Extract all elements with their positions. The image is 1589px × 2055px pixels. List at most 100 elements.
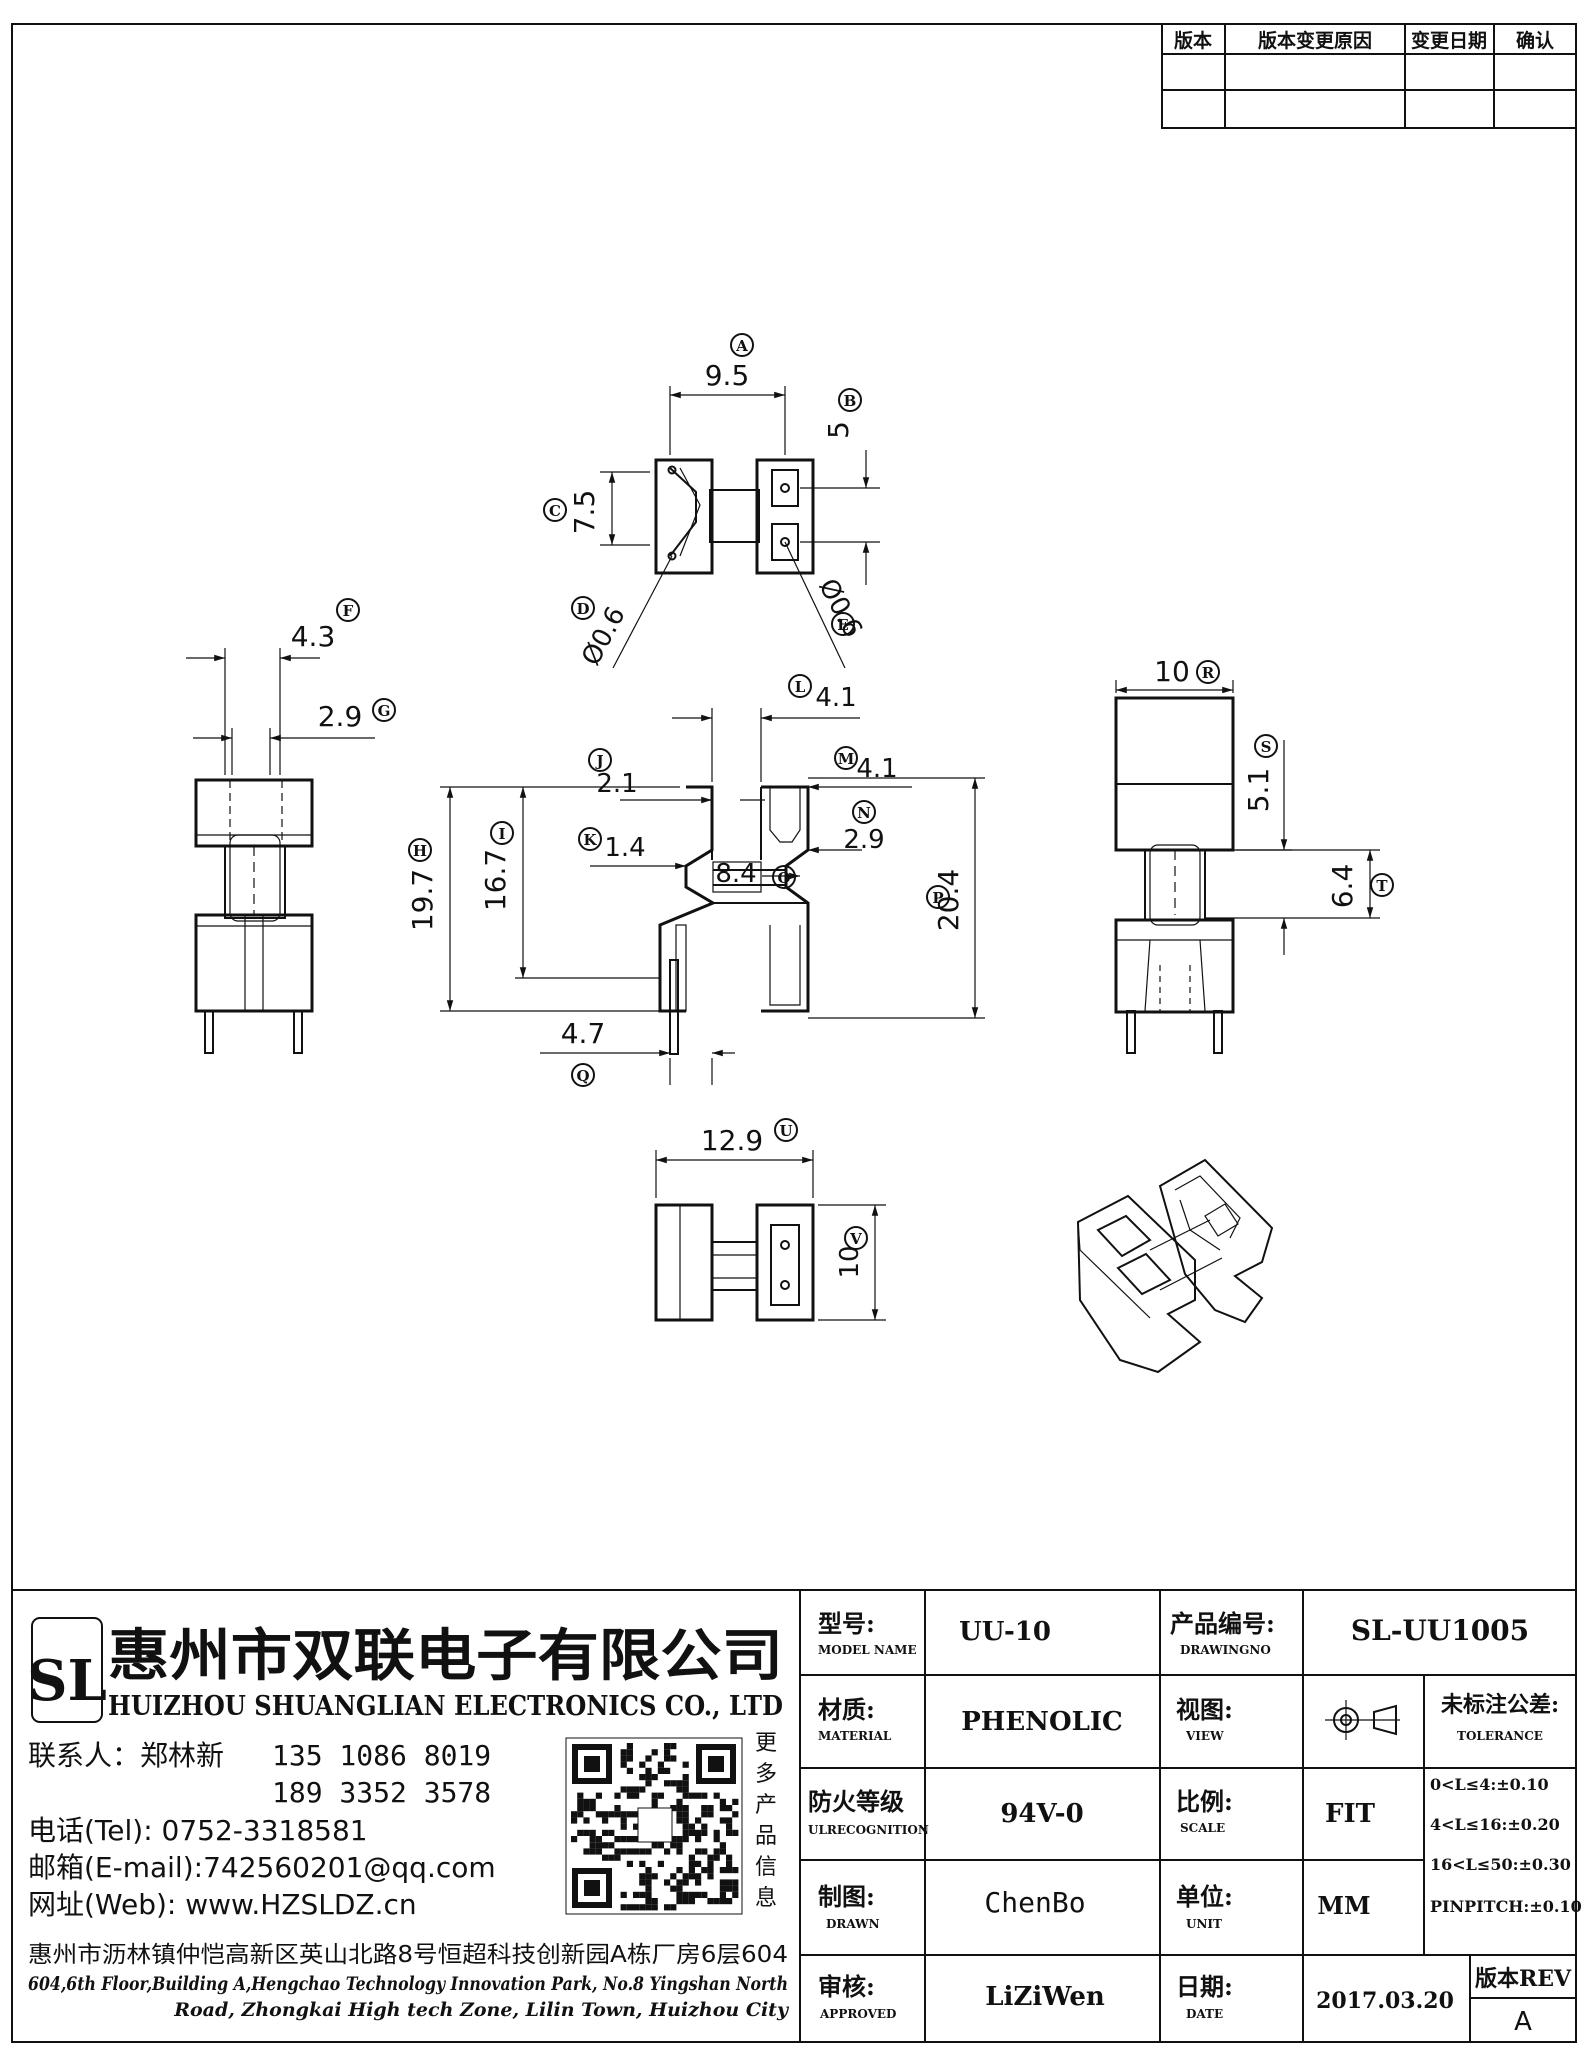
fire-label-en: ULRECOGNITION [808, 1823, 929, 1837]
title-block: 型号: MODEL NAME UU-10 产品编号: DRAWINGNO SL-… [12, 1589, 1582, 2042]
svg-text:V: V [849, 1230, 862, 1248]
top-view: 9.5 5 7.5 Ø0.6 Ø0.6 [568, 359, 880, 671]
unit-value: MM [1317, 1891, 1370, 1920]
drawing-no-value: SL-UU1005 [1351, 1614, 1529, 1647]
address-en-2: Road, Zhongkai High tech Zone, Lilin Tow… [173, 1999, 790, 2021]
svg-text:R: R [1202, 664, 1215, 682]
dim-c-label: C [543, 498, 567, 522]
qr-code [565, 1737, 743, 1915]
unit-label: 单位: [1176, 1882, 1233, 1911]
svg-text:N: N [857, 804, 871, 822]
dim-a-value: 9.5 [705, 359, 750, 392]
date-value: 2017.03.20 [1316, 1988, 1454, 2014]
dim-i-value: 16.7 [479, 849, 512, 911]
svg-text:G: G [378, 702, 391, 720]
website: 网址(Web): www.HZSLDZ.cn [28, 1888, 417, 1921]
dim-a-label: A [730, 333, 754, 357]
dim-h-value: 19.7 [406, 869, 439, 931]
svg-text:多: 多 [755, 1762, 777, 1787]
company-name-en: HUIZHOU SHUANGLIAN ELECTRONICS CO., LTD [108, 1691, 783, 1722]
material-label: 材质: [818, 1695, 875, 1724]
projection-symbol [1325, 1700, 1400, 1740]
company-logo: SL [27, 1617, 107, 1723]
dim-n-label: N [852, 800, 876, 824]
dim-m-value: 4.1 [856, 754, 897, 784]
phone-2: 189 3352 3578 [272, 1776, 491, 1809]
svg-text:品: 品 [755, 1824, 777, 1849]
svg-text:F: F [343, 602, 354, 620]
dim-c-value: 7.5 [568, 490, 601, 535]
company-name-cn: 惠州市双联电子有限公司 [108, 1623, 783, 1689]
dim-u-value: 12.9 [701, 1124, 763, 1157]
fire-label: 防火等级 [808, 1787, 904, 1816]
svg-text:信: 信 [755, 1855, 777, 1880]
dim-f-value: 4.3 [291, 620, 336, 653]
tolerance-label-en: TOLERANCE [1457, 1729, 1543, 1743]
svg-text:M: M [838, 750, 855, 768]
dim-r-value: 10 [1154, 655, 1190, 688]
tolerance-2: 4<L≤16:±0.20 [1430, 1815, 1560, 1834]
dim-p-label: P [926, 885, 950, 909]
dim-l-value: 4.1 [815, 683, 856, 713]
dim-g-label: G [372, 698, 396, 722]
svg-text:L: L [795, 678, 806, 696]
sheet-border [11, 23, 1577, 2043]
company-block: SL 惠州市双联电子有限公司 HUIZHOU SHUANGLIAN ELECTR… [27, 1617, 790, 2021]
svg-text:T: T [1376, 877, 1388, 895]
approved-value: LiZiWen [985, 1982, 1105, 2012]
model-label-en: MODEL NAME [818, 1643, 917, 1657]
svg-text:K: K [583, 831, 597, 849]
dim-d-label: D [571, 596, 595, 620]
svg-text:A: A [735, 337, 748, 355]
approved-label: 审核: [818, 1972, 875, 2001]
svg-text:产: 产 [755, 1793, 777, 1818]
drawing-no-label-en: DRAWINGNO [1180, 1643, 1271, 1657]
rev-label: 版本REV [1475, 1966, 1572, 1992]
telephone: 电话(Tel): 0752-3318581 [28, 1814, 368, 1847]
tolerance-4: PINPITCH:±0.10 [1430, 1897, 1582, 1916]
model-value: UU-10 [959, 1617, 1051, 1647]
revision-table: 版本 版本变更原因 变更日期 确认 [1161, 23, 1577, 129]
dim-j-value: 2.1 [596, 769, 637, 799]
drawn-label-en: DRAWN [826, 1917, 880, 1931]
svg-text:息: 息 [755, 1886, 777, 1911]
scale-value: FIT [1325, 1799, 1376, 1829]
email: 邮箱(E-mail):742560201@qq.com [28, 1851, 496, 1884]
dim-g-value: 2.9 [318, 700, 363, 733]
left-side-view: 4.3 2.9 [186, 620, 375, 1054]
svg-text:D: D [576, 600, 589, 618]
dim-o-label: O [772, 865, 796, 889]
dim-t-label: T [1370, 873, 1394, 897]
svg-text:E: E [837, 616, 848, 634]
svg-text:I: I [498, 825, 505, 843]
view-label: 视图: [1176, 1695, 1233, 1724]
dim-f-label: F [336, 598, 360, 622]
address-en-1: 604,6th Floor,Building A,Hengchao Techno… [28, 1973, 788, 1995]
svg-text:Q: Q [576, 1067, 589, 1085]
approved-label-en: APPROVED [819, 2007, 896, 2021]
dim-l-label: L [788, 674, 812, 698]
svg-text:J: J [594, 752, 603, 770]
front-view: 19.7 16.7 4.1 2.1 4.1 2.9 1.4 8.4 20.4 [406, 683, 985, 1085]
drawn-value: ChenBo [984, 1886, 1085, 1919]
svg-text:C: C [549, 502, 561, 520]
svg-text:P: P [932, 889, 943, 907]
dim-m-label: M [834, 746, 858, 770]
rev-header-confirm: 确认 [1516, 29, 1554, 52]
dim-v-label: V [844, 1226, 868, 1250]
scale-label: 比例: [1176, 1787, 1233, 1816]
svg-text:B: B [844, 392, 857, 410]
drawing-no-label: 产品编号: [1170, 1609, 1275, 1638]
dim-k-label: K [578, 827, 602, 851]
scale-label-en: SCALE [1180, 1821, 1225, 1835]
date-label-en: DATE [1186, 2007, 1223, 2021]
drawn-label: 制图: [818, 1882, 875, 1911]
contact-person: 联系人：郑林新 [28, 1739, 224, 1772]
dim-j-label: J [588, 748, 612, 772]
rev-header-date: 变更日期 [1411, 29, 1487, 52]
dim-q-value: 4.7 [561, 1017, 606, 1050]
material-label-en: MATERIAL [818, 1729, 892, 1743]
tolerance-3: 16<L≤50:±0.30 [1430, 1855, 1571, 1874]
bottom-view: 12.9 10 [654, 1124, 886, 1322]
